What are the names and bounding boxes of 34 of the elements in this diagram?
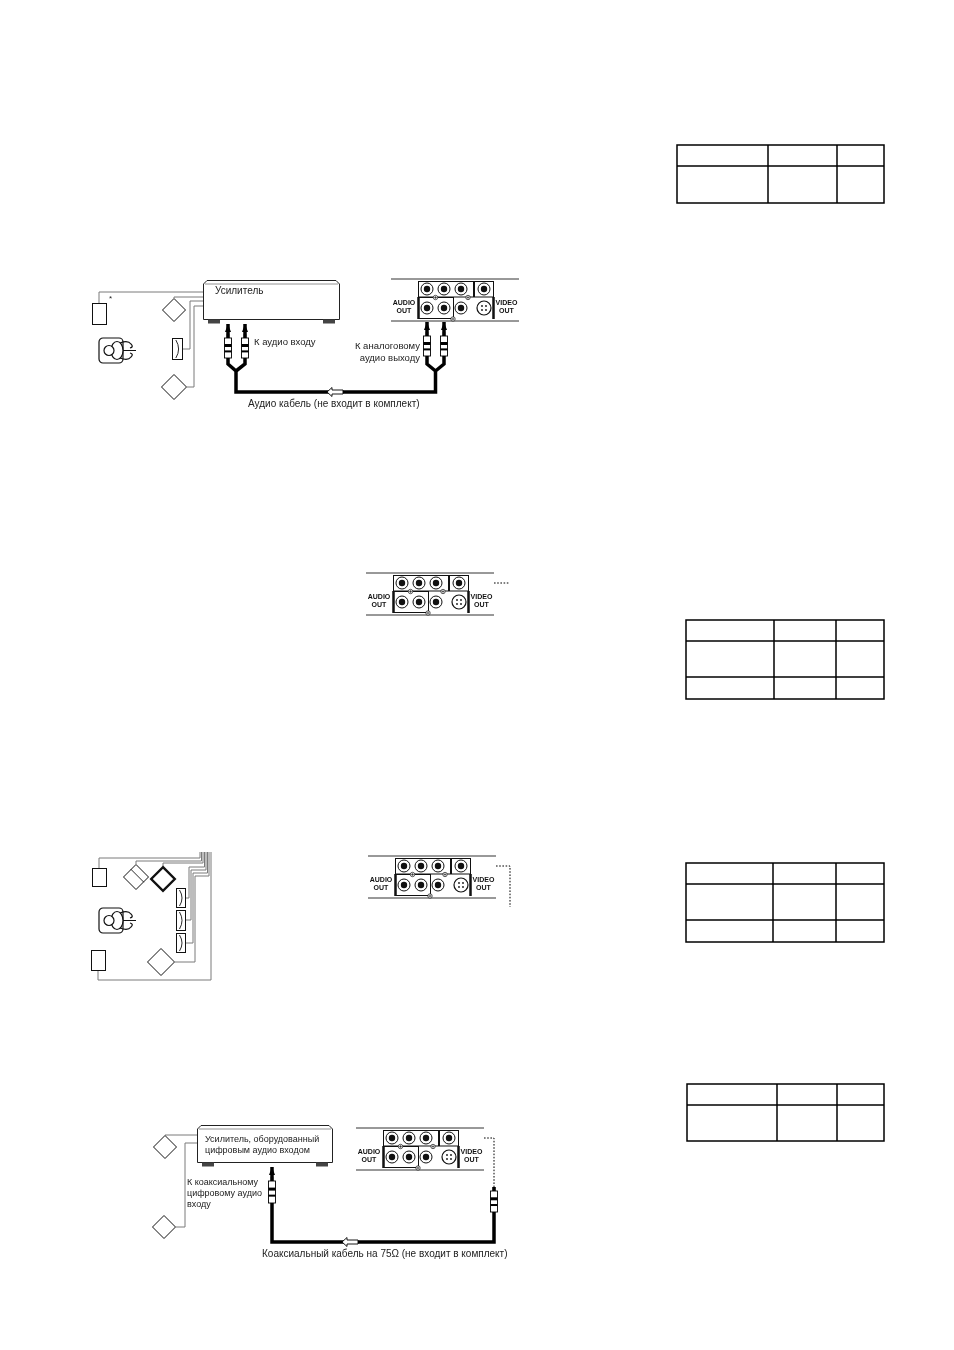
speaker-wire: [174, 851, 210, 963]
speaker-wire: [98, 291, 204, 304]
speaker-diamond: [152, 1215, 176, 1239]
speaker-diamond: [153, 1135, 177, 1159]
speaker-wire: [175, 1142, 198, 1228]
port-label: К аудио входу: [254, 336, 317, 348]
speaker-box: [176, 910, 186, 931]
footnote-mark: *: [109, 294, 114, 304]
speaker-diamond: [123, 864, 149, 890]
port-label: К аналоговому аудио выходу: [353, 340, 420, 363]
dotted-lead: [493, 582, 511, 584]
dotted-lead: [495, 865, 511, 908]
speaker-wire: [185, 851, 208, 944]
speaker-box: [176, 888, 186, 908]
speaker-wire: [182, 300, 204, 350]
speaker-box: [172, 338, 183, 360]
speaker-wire: [97, 851, 212, 981]
speaker-diamond: [147, 948, 175, 976]
speaker-box: [91, 950, 106, 971]
speaker-diamond: [162, 298, 186, 322]
speaker-wire: [164, 1134, 198, 1136]
speaker-wire: [162, 851, 204, 867]
port-label: К коаксиальному цифровому аудио входу: [187, 1177, 263, 1210]
speaker-wire: [185, 851, 205, 899]
speaker-wire: [186, 305, 204, 388]
speaker-diamond: [150, 866, 176, 892]
speaker-wire: [173, 296, 204, 299]
speaker-box: [92, 868, 107, 887]
speaker-box: [176, 933, 186, 953]
speaker-wire: [98, 851, 201, 869]
speaker-box: [92, 303, 107, 325]
speaker-wire: [135, 851, 202, 865]
speaker-diamond: [161, 374, 187, 400]
speaker-wire: [185, 851, 207, 921]
